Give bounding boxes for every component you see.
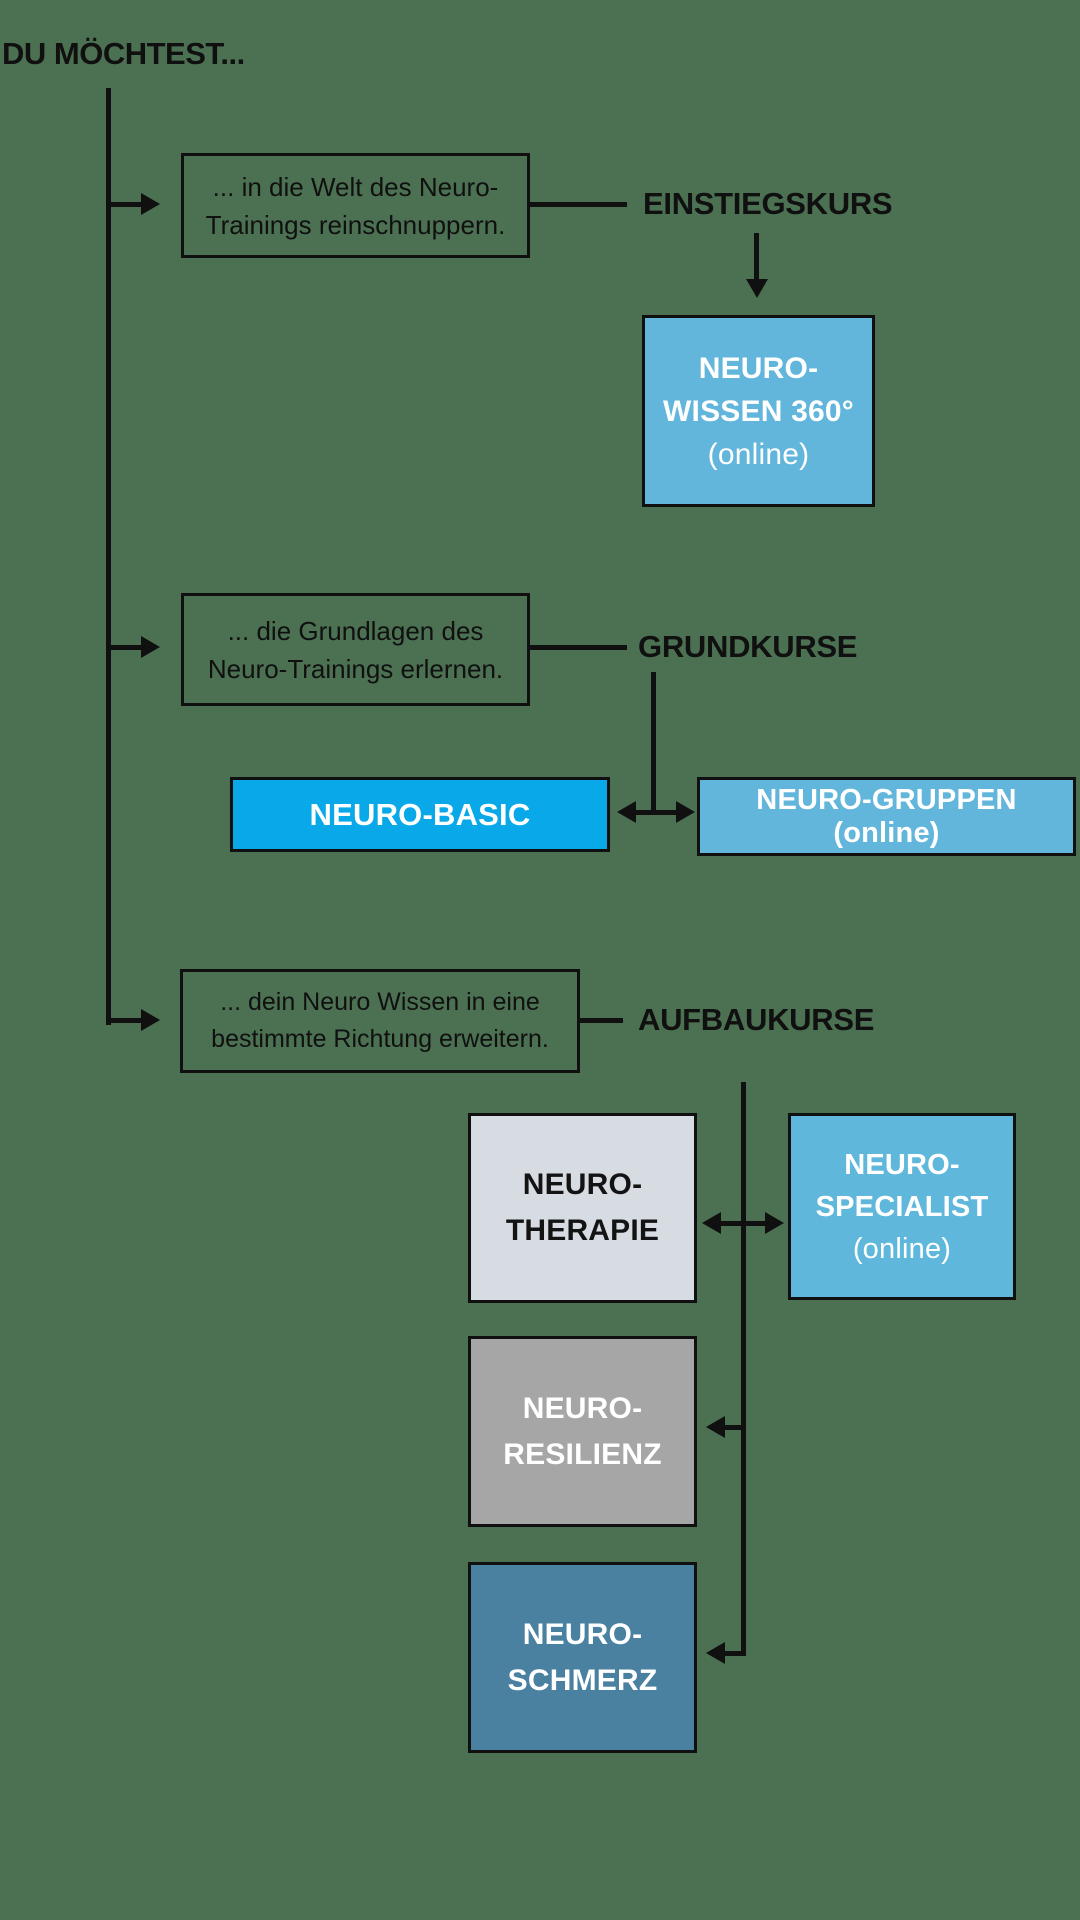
- description-line: ... in die Welt des Neuro-: [212, 171, 499, 202]
- course-title-line: NEURO-: [522, 1391, 643, 1425]
- course-title-line: NEURO-: [698, 351, 819, 385]
- connector-aufbaukurse: [577, 1018, 623, 1023]
- course-title-line: NEURO-BASIC: [309, 796, 531, 832]
- einstieg-down-arrow-shaft: [754, 233, 759, 280]
- course-online-label: (online): [852, 1232, 952, 1265]
- diagram-title: DU MÖCHTEST...: [2, 36, 245, 71]
- schmerz-arrow-icon: [706, 1642, 725, 1664]
- course-box-neuro-basic: NEURO-BASIC: [230, 777, 610, 852]
- branch1-arrow-shaft: [106, 202, 143, 207]
- resilienz-arrow-shaft: [723, 1425, 746, 1430]
- branch3-arrow-shaft: [106, 1018, 143, 1023]
- course-title-line: THERAPIE: [505, 1214, 660, 1247]
- schmerz-arrow-shaft: [723, 1651, 746, 1656]
- branch1-arrow-icon: [141, 193, 160, 215]
- basic-gruppen-arrow-right-icon: [676, 801, 695, 823]
- course-online-label: (online): [707, 437, 810, 471]
- course-box-neuro-specialist: NEURO- SPECIALIST (online): [788, 1113, 1016, 1300]
- category-label-einstiegskurs: EINSTIEGSKURS: [643, 186, 893, 221]
- basic-gruppen-arrow-left-icon: [617, 801, 636, 823]
- branch3-arrow-icon: [141, 1009, 160, 1031]
- course-title-line: NEURO-: [522, 1168, 643, 1201]
- branch2-arrow-shaft: [106, 645, 143, 650]
- course-title-line: NEURO-GRUPPEN (online): [756, 783, 1017, 849]
- description-box-grundkurse: ... die Grundlagen des Neuro-Trainings e…: [181, 593, 530, 706]
- resilienz-arrow-icon: [706, 1416, 725, 1438]
- therapie-specialist-arrow-shaft: [719, 1221, 767, 1226]
- basic-gruppen-arrow-shaft: [634, 810, 678, 815]
- course-box-neuro-wissen: NEURO- WISSEN 360° (online): [642, 315, 875, 507]
- description-line: ... die Grundlagen des: [227, 615, 484, 646]
- course-box-neuro-schmerz: NEURO- SCHMERZ: [468, 1562, 697, 1753]
- connector-grundkurse: [527, 645, 627, 650]
- therapie-specialist-arrow-right-icon: [765, 1212, 784, 1234]
- category-label-grundkurse: GRUNDKURSE: [638, 629, 858, 664]
- aufbaukurse-vertical-line: [741, 1082, 746, 1656]
- description-line: bestimmte Richtung erweitern.: [211, 1025, 549, 1053]
- einstieg-down-arrow-icon: [746, 279, 768, 298]
- course-title-line: NEURO-: [522, 1617, 643, 1651]
- description-box-einstieg: ... in die Welt des Neuro- Trainings rei…: [181, 153, 530, 258]
- description-line: Trainings reinschnuppern.: [205, 209, 506, 240]
- therapie-specialist-arrow-left-icon: [702, 1212, 721, 1234]
- category-label-aufbaukurse: AUFBAUKURSE: [638, 1002, 875, 1037]
- course-title-line: SCHMERZ: [507, 1663, 658, 1697]
- branch2-arrow-icon: [141, 636, 160, 658]
- connector-einstiegskurs: [527, 202, 627, 207]
- main-trunk-line: [106, 88, 111, 1025]
- course-box-neuro-therapie: NEURO- THERAPIE: [468, 1113, 697, 1303]
- grundkurse-vertical-line: [651, 672, 656, 813]
- course-title-line: WISSEN 360°: [663, 394, 854, 428]
- description-box-aufbaukurse: ... dein Neuro Wissen in eine bestimmte …: [180, 969, 580, 1073]
- course-title-line: NEURO-: [844, 1148, 960, 1181]
- course-title-line: RESILIENZ: [503, 1437, 662, 1471]
- description-line: ... dein Neuro Wissen in eine: [220, 988, 540, 1016]
- course-title-line: SPECIALIST: [815, 1190, 989, 1223]
- course-box-neuro-resilienz: NEURO- RESILIENZ: [468, 1336, 697, 1527]
- course-box-neuro-gruppen: NEURO-GRUPPEN (online): [697, 777, 1076, 856]
- description-line: Neuro-Trainings erlernen.: [207, 653, 504, 684]
